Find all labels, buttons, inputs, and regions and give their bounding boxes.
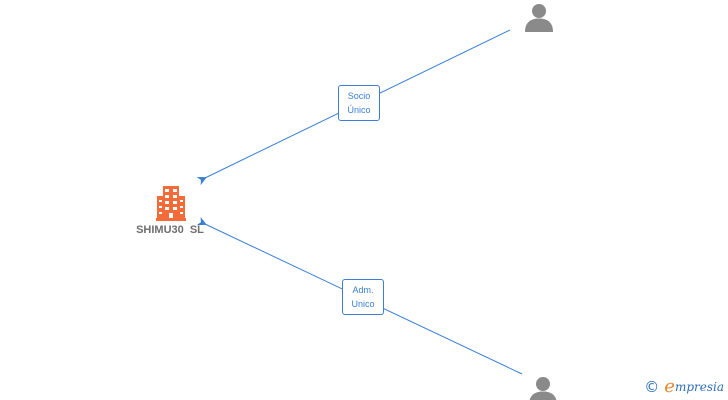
company-name[interactable]: SHIMU30 SL	[136, 224, 204, 236]
relation-label-line1: Adm.	[352, 285, 374, 295]
person-icon[interactable]	[523, 2, 555, 34]
relation-label-line2: Único	[347, 105, 371, 115]
brand-logo-initial: e	[664, 376, 675, 397]
relation-label-socio-unico[interactable]: Socio Único	[338, 85, 380, 121]
relation-label-line2: Unico	[351, 299, 375, 309]
copyright-symbol: ©	[644, 377, 660, 396]
person-icon[interactable]	[527, 375, 559, 400]
relation-label-line1: Socio	[347, 91, 371, 101]
footer-brand: © e mpresia	[644, 376, 724, 397]
relation-label-adm-unico[interactable]: Adm. Unico	[342, 279, 384, 315]
brand-logo-text: mpresia	[674, 379, 724, 394]
building-icon[interactable]	[154, 185, 188, 221]
